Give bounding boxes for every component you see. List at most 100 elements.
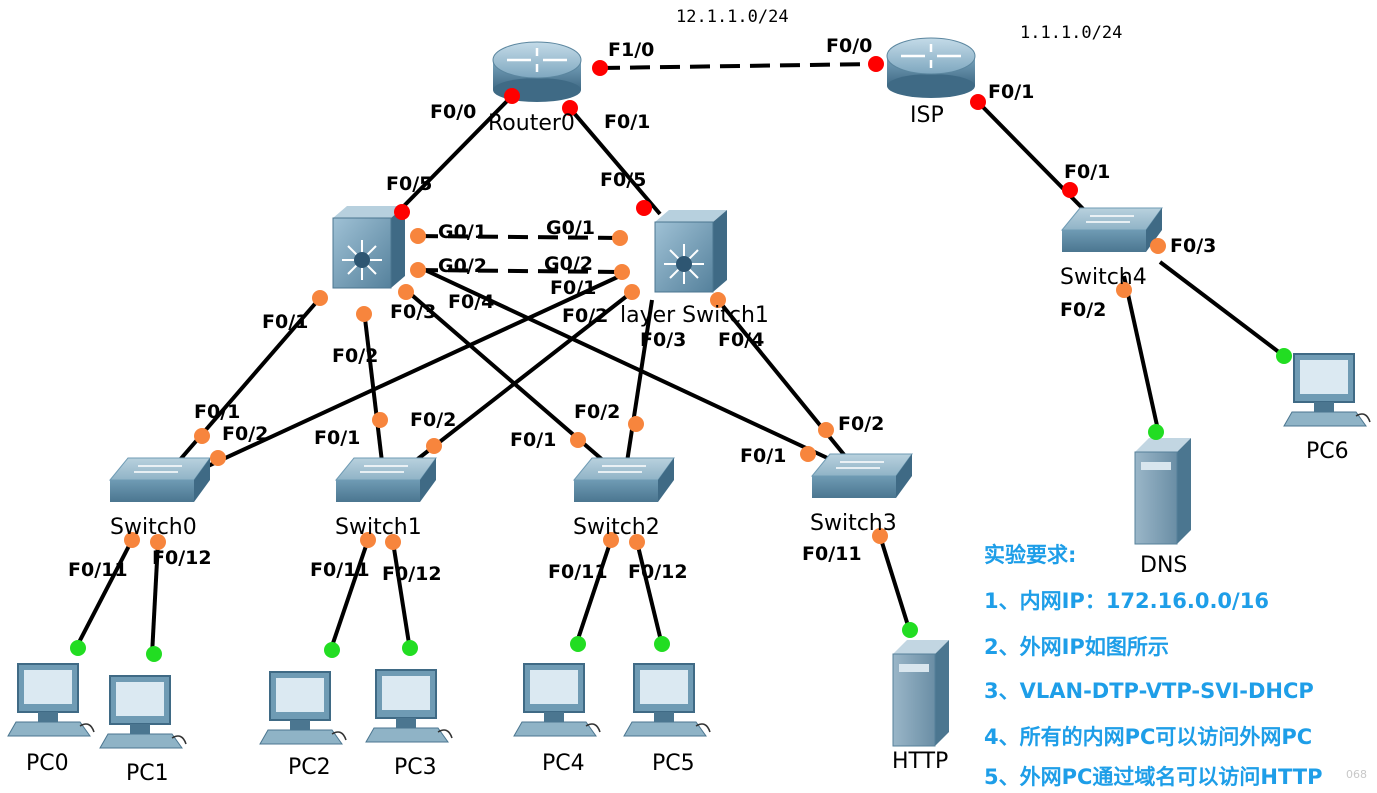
dns-server-icon[interactable] [1134,438,1191,545]
link-switch1-pc2[interactable] [328,539,370,653]
pc-icon[interactable] [7,663,95,737]
port-status-dot [1148,424,1164,440]
http-server-icon[interactable] [892,640,949,747]
link-mls0-switch2[interactable] [404,288,607,464]
port-status-dot [636,200,652,216]
port-label: F0/4 [448,291,494,313]
link-switch0-pc1[interactable] [150,541,160,656]
pc0-label: PC0 [26,751,69,776]
port-status-dot [312,290,328,306]
pc-icon[interactable] [513,663,601,737]
port-label: F0/3 [390,301,436,323]
switch-0-icon[interactable] [108,457,211,502]
port-status-dot [614,264,630,280]
port-status-dot [1276,348,1292,364]
pc3-label: PC3 [394,755,437,780]
pc-icon[interactable] [1283,353,1371,427]
port-label: F0/2 [1060,299,1106,321]
port-status-dot [504,88,520,104]
switch4-label: Switch4 [1060,265,1147,290]
multilayer-switch-1-icon[interactable] [654,210,727,293]
port-label: G0/2 [544,253,593,275]
link-mls1-switch1[interactable] [408,290,634,467]
port-label: F0/11 [548,561,608,583]
port-label: F0/1 [262,311,308,333]
requirement-item: 4、所有的内网PC可以访问外网PC [984,725,1312,749]
link-switch2-pc4[interactable] [574,539,613,646]
switch-2-icon[interactable] [572,457,675,502]
port-label: F0/2 [562,305,608,327]
port-status-dot [800,446,816,462]
port-status-dot [124,532,140,548]
link-mls1-switch2[interactable] [625,299,654,463]
link-mls-g01[interactable] [417,234,623,240]
isp-label: ISP [910,103,944,128]
link-mls0-switch3[interactable] [424,268,837,464]
pc-icon[interactable] [365,669,453,743]
link-isp-switch4[interactable] [974,98,1098,224]
port-status-dot [410,262,426,278]
port-status-dot [356,306,372,322]
mls1-label: layer Switch1 [620,303,769,328]
port-label: F0/12 [152,547,212,569]
link-router0-isp[interactable] [599,62,877,70]
port-label: F0/3 [1170,235,1216,257]
dns-label: DNS [1140,553,1187,578]
port-status-dot [902,622,918,638]
link-mls0-switch1[interactable] [362,309,384,463]
link-router0-mls1[interactable] [566,104,662,216]
port-label: F0/4 [718,329,764,351]
port-status-dot [562,100,578,116]
wan-network-label: 12.1.1.0/24 [676,7,789,27]
port-label: F0/1 [604,111,650,133]
link-switch2-pc5[interactable] [635,541,664,646]
port-status-dot [402,640,418,656]
link-switch4-dns[interactable] [1122,275,1160,431]
watermark: 068 [1346,768,1367,781]
link-switch0-pc0[interactable] [73,539,134,651]
link-switch3-http[interactable] [878,535,912,633]
port-status-dot [210,450,226,466]
port-label: G0/2 [438,255,487,277]
multilayer-switch-0-icon[interactable] [332,206,405,289]
port-label: F0/12 [628,561,688,583]
port-label: F0/2 [574,401,620,423]
link-mls1-switch0[interactable] [194,273,623,474]
port-status-dot [70,640,86,656]
port-status-dot [194,428,210,444]
link-router0-mls0[interactable] [396,94,514,214]
port-label: F0/1 [314,427,360,449]
link-switch1-pc3[interactable] [391,541,412,651]
port-label: F1/0 [608,39,654,61]
port-label: F0/0 [430,101,476,123]
pc-icon[interactable] [99,675,187,749]
requirements-title: 实验要求: [984,543,1076,567]
port-status-dot [146,646,162,662]
link-switch4-pc6[interactable] [1158,260,1286,358]
port-label: F0/2 [838,413,884,435]
port-status-dot [624,284,640,300]
port-status-dot [603,532,619,548]
port-status-dot [394,204,410,220]
pc-icon[interactable] [623,663,711,737]
port-status-dot [570,432,586,448]
switch0-label: Switch0 [110,515,197,540]
pc-icon[interactable] [259,671,347,745]
port-status-dot [872,528,888,544]
switch-4-icon[interactable] [1060,207,1163,252]
link-mls-g02[interactable] [417,268,623,274]
pc4-label: PC4 [542,751,585,776]
switch-3-icon[interactable] [810,453,913,498]
switch2-label: Switch2 [573,515,660,540]
port-label: F0/2 [332,345,378,367]
isp-router-icon[interactable] [886,37,976,98]
pc5-label: PC5 [652,751,695,776]
port-label: F0/11 [802,543,862,565]
port-status-dot [868,56,884,72]
port-status-dot [654,636,670,652]
switch-1-icon[interactable] [334,457,437,502]
http-label: HTTP [892,749,948,774]
switch1-label: Switch1 [335,515,422,540]
requirement-item: 3、VLAN-DTP-VTP-SVI-DHCP [984,679,1314,703]
port-label: G0/1 [438,221,487,243]
